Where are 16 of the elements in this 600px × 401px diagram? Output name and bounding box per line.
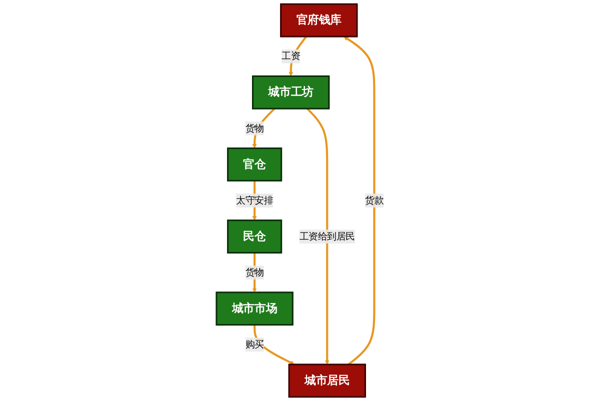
edge-label: 货款 <box>364 195 384 206</box>
node-box: 城市居民 <box>288 364 366 398</box>
node-box: 官仓 <box>227 147 282 182</box>
edge-label: 工资 <box>282 50 300 62</box>
edge-label: 购买 <box>245 339 264 350</box>
arrow <box>254 324 295 365</box>
arrow <box>306 108 330 365</box>
node-box: 城市工坊 <box>252 75 330 110</box>
node-box: 官府钱库 <box>280 3 358 38</box>
edge-label: 工资给到居民 <box>299 231 355 242</box>
edge-label: 货物 <box>245 123 264 134</box>
edge-label: 太守安排 <box>236 195 274 206</box>
arrow <box>344 36 376 366</box>
node-box: 民仓 <box>227 220 282 254</box>
edge-label: 货物 <box>245 267 264 278</box>
node-box: 城市市场 <box>216 292 294 326</box>
